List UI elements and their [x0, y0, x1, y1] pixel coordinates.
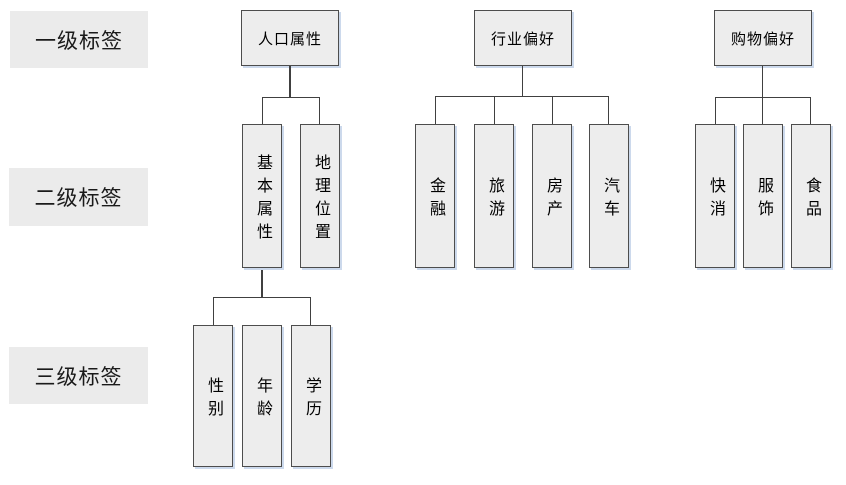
connector-stub-shopping: [762, 66, 763, 97]
node-automobile: 汽车: [589, 124, 629, 268]
connector-drop-realestate: [552, 96, 553, 124]
node-education-label: 学历: [303, 376, 320, 423]
node-education: 学历: [291, 325, 331, 467]
node-automobile-label: 汽车: [601, 176, 618, 223]
connector-drop-auto: [608, 96, 609, 124]
node-finance-label: 金融: [427, 176, 444, 223]
node-fmcg-label: 快消: [707, 176, 724, 223]
connector-drop-education: [310, 297, 311, 325]
connector-stub-population: [289, 66, 291, 97]
connector-drop-fmcg: [715, 97, 716, 124]
connector-drop-travel: [494, 96, 495, 124]
node-travel-label: 旅游: [486, 176, 503, 223]
connector-rail-shopping: [715, 97, 811, 98]
node-food-label: 食品: [803, 176, 820, 223]
node-geographic-location-label: 地理位置: [312, 153, 329, 246]
node-real-estate-label: 房产: [544, 176, 561, 223]
connector-rail-basic: [213, 297, 311, 298]
connector-drop-apparel: [762, 97, 763, 124]
node-population-attributes: 人口属性: [241, 10, 339, 66]
node-apparel-label: 服饰: [755, 176, 772, 223]
row-label-level-3: 三级标签: [9, 347, 148, 404]
node-food: 食品: [791, 124, 831, 268]
row-label-level-1: 一级标签: [10, 11, 148, 68]
connector-drop-finance: [435, 96, 436, 124]
node-travel: 旅游: [474, 124, 514, 268]
connector-drop-gender: [213, 297, 214, 325]
connector-drop-basic: [262, 97, 263, 124]
node-basic-attributes-label: 基本属性: [254, 153, 271, 246]
connector-stub-industry: [522, 66, 523, 96]
node-gender-label: 性别: [205, 376, 222, 423]
node-age-label: 年龄: [254, 376, 271, 423]
node-fmcg: 快消: [695, 124, 735, 268]
connector-rail-industry: [435, 96, 609, 97]
node-geographic-location: 地理位置: [300, 124, 340, 268]
node-basic-attributes: 基本属性: [242, 124, 282, 268]
connector-drop-geo: [319, 97, 320, 124]
row-label-level-2: 二级标签: [9, 168, 148, 226]
node-age: 年龄: [242, 325, 282, 467]
node-gender: 性别: [193, 325, 233, 467]
connector-stub-basic: [261, 268, 263, 298]
node-real-estate: 房产: [532, 124, 572, 268]
node-finance: 金融: [415, 124, 455, 268]
connector-drop-food: [810, 97, 811, 124]
node-shopping-preference: 购物偏好: [714, 10, 812, 66]
connector-rail-population: [262, 97, 320, 98]
node-industry-preference: 行业偏好: [474, 10, 572, 66]
node-apparel: 服饰: [743, 124, 783, 268]
